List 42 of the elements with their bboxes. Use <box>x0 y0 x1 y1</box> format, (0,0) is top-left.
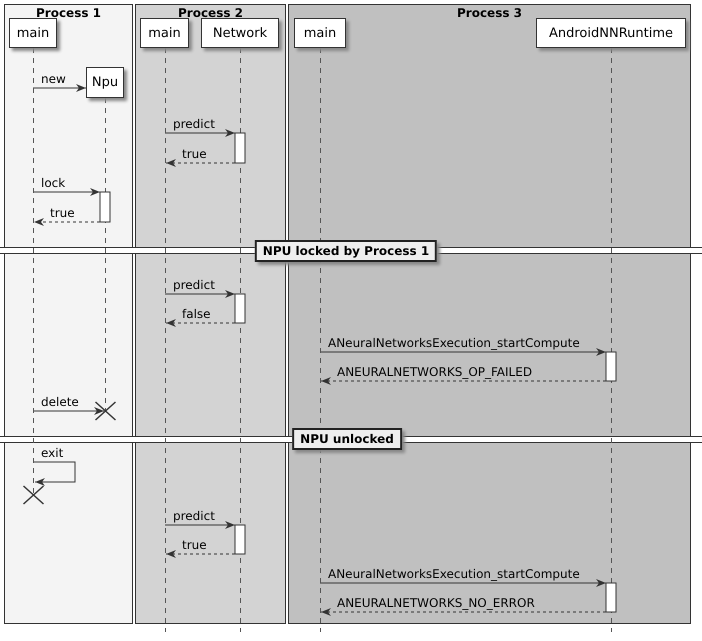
message-arrow <box>166 550 236 558</box>
group-title: Process 2 <box>178 6 244 20</box>
message-arrow <box>320 348 606 356</box>
message-label: true <box>182 147 207 161</box>
message-arrow <box>166 319 236 327</box>
participant-box: Network <box>201 18 279 48</box>
participant-box: main <box>140 18 189 48</box>
message-label: new <box>41 72 66 86</box>
message-arrow <box>32 462 76 486</box>
message-arrow <box>32 84 86 92</box>
group-title: Process 3 <box>456 6 522 20</box>
message-label: ANEURALNETWORKS_NO_ERROR <box>337 596 535 610</box>
message-label: ANeuralNetworksExecution_startCompute <box>328 567 580 581</box>
message-label: true <box>50 206 75 220</box>
message-label: delete <box>41 395 79 409</box>
group-box <box>4 4 133 624</box>
group-title: Process 1 <box>36 6 102 20</box>
message-arrow <box>164 290 236 298</box>
message-label: true <box>182 538 207 552</box>
participant-box: main <box>294 18 346 48</box>
participant-box: Npu <box>86 67 124 98</box>
participant-box: AndroidNNRuntime <box>536 18 686 48</box>
message-label: predict <box>173 278 215 292</box>
separator-label: NPU locked by Process 1 <box>254 240 438 262</box>
message-arrow <box>32 188 100 196</box>
message-label: false <box>182 307 211 321</box>
separator-label: NPU unlocked <box>292 428 402 450</box>
message-label: exit <box>41 446 64 460</box>
message-arrow <box>166 159 236 167</box>
message-label: predict <box>173 509 215 523</box>
message-arrow <box>320 608 606 616</box>
message-arrow <box>164 521 236 529</box>
message-arrow <box>320 579 606 587</box>
message-arrow <box>164 129 236 137</box>
message-label: ANeuralNetworksExecution_startCompute <box>328 336 580 350</box>
message-arrow <box>32 407 104 415</box>
participant-box: main <box>9 18 57 48</box>
message-arrow <box>34 218 100 226</box>
message-label: ANEURALNETWORKS_OP_FAILED <box>337 365 532 379</box>
message-label: lock <box>41 176 66 190</box>
message-arrow <box>320 377 606 385</box>
message-label: predict <box>173 117 215 131</box>
